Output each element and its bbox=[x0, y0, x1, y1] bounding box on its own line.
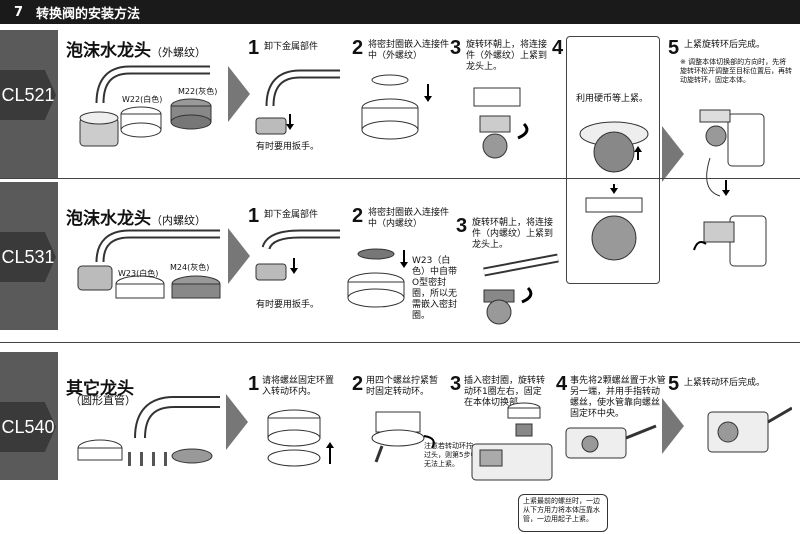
faucet-inner-illustration bbox=[77, 229, 221, 299]
arrow-right-icon bbox=[228, 66, 250, 122]
arrow-right-icon bbox=[226, 394, 248, 450]
label-w23: W23(白色) bbox=[118, 269, 159, 278]
step-text: 卸下金属部件 bbox=[264, 42, 319, 52]
step-text: 将密封圈嵌入连接件中（外螺纹） bbox=[368, 40, 450, 61]
step-number: 1 bbox=[248, 373, 260, 395]
remove-part-illustration bbox=[255, 229, 340, 281]
step-text: 旋转环朝上，将连接件（内螺纹）上紧到龙头上。 bbox=[472, 218, 554, 250]
step-number: 2 bbox=[352, 205, 364, 227]
step-note: W23（白色）中自带O型密封圈，所以无需嵌入密封圈。 bbox=[412, 256, 458, 321]
step-note: ※ 调整本体切换部的方向时，先将旋转环松开调整至目标位置后，再转动旋转环，固定本… bbox=[680, 58, 792, 84]
section-title-cl540: 其它龙头 bbox=[66, 379, 134, 399]
section-title-cl531: 泡沫水龙头（内螺纹） bbox=[66, 209, 206, 229]
step-number: 5 bbox=[668, 37, 680, 59]
step-number: 2 bbox=[352, 373, 364, 395]
step-text: 插入密封圈，旋转转动环1圈左右，固定在本体切换部。 bbox=[464, 376, 546, 408]
callout-box: 上紧最前的螺丝时，一边从下方用力将本体压靠水管，一边用起子上紧。 bbox=[518, 494, 608, 532]
step-note: 有时要用扳手。 bbox=[256, 300, 320, 310]
final-tighten-illustration bbox=[707, 406, 792, 453]
step-number: 5 bbox=[668, 373, 680, 395]
section-divider bbox=[0, 178, 800, 179]
seal-insert-illustration bbox=[347, 248, 408, 308]
step-number: 4 bbox=[552, 37, 564, 59]
finish-assembly-illustration bbox=[693, 109, 767, 267]
section-header: 7 转换阀的安装方法 bbox=[0, 0, 800, 24]
arrow-right-icon bbox=[228, 228, 250, 284]
step-text: 上紧旋转环后完成。 bbox=[684, 40, 766, 50]
step-text: 请将螺丝固定环置入转动环内。 bbox=[262, 376, 335, 397]
arrow-right-icon bbox=[662, 126, 684, 182]
seal-rotate-illustration bbox=[507, 402, 541, 437]
step-number: 2 bbox=[352, 37, 364, 59]
label-m24: M24(灰色) bbox=[170, 263, 210, 272]
section-title-cl521: 泡沫水龙头（外螺纹） bbox=[66, 41, 206, 61]
step-text: 旋转环朝上，将连接件（外螺纹）上紧到龙头上。 bbox=[466, 40, 548, 72]
step-text: 卸下金属部件 bbox=[264, 210, 319, 220]
step-number: 4 bbox=[556, 373, 568, 395]
seal-insert-illustration bbox=[361, 74, 432, 140]
ring-insert-illustration bbox=[267, 409, 334, 467]
label-w22: W22(白色) bbox=[122, 95, 163, 104]
step-number: 3 bbox=[450, 373, 462, 395]
callout-text: 上紧最前的螺丝时，一边从下方用力将本体压靠水管，一边用起子上紧。 bbox=[523, 497, 600, 523]
tighten-connector-illustration bbox=[473, 87, 529, 159]
connector-gray-illustration bbox=[170, 98, 212, 130]
model-tag-cl531: CL531 bbox=[0, 232, 56, 282]
section-divider bbox=[0, 342, 800, 343]
step-note: 注意若转动环拧过头，则第5步中无法上紧。 bbox=[424, 442, 478, 468]
step-number: 1 bbox=[248, 37, 260, 59]
section-number: 7 bbox=[14, 4, 24, 20]
step-text: 利用硬币等上紧。 bbox=[576, 94, 649, 104]
step-number: 3 bbox=[456, 215, 468, 237]
section-title: 转换阀的安装方法 bbox=[36, 6, 141, 22]
step-text: 用四个螺丝拧紧暂时固定转动环。 bbox=[366, 376, 439, 397]
model-tag-cl521: CL521 bbox=[0, 70, 56, 120]
connector-white-illustration bbox=[120, 106, 162, 138]
step-text: 事先将2颗螺丝置于水管另一端，并用手指转动螺丝，使水管靠向螺丝固定环中央。 bbox=[570, 376, 666, 419]
step-number: 3 bbox=[450, 37, 462, 59]
step4-panel bbox=[566, 36, 660, 284]
tighten-connector-illustration bbox=[483, 253, 559, 325]
step-number: 1 bbox=[248, 205, 260, 227]
faucet-outer-illustration bbox=[79, 65, 210, 147]
section-subtitle-cl540: （圆形直管） bbox=[70, 394, 136, 407]
body-assembly-illustration bbox=[471, 443, 553, 481]
step-text: 将密封圈嵌入连接件中（内螺纹） bbox=[368, 208, 450, 229]
pipe-faucet-illustration bbox=[77, 396, 220, 466]
label-m22: M22(灰色) bbox=[178, 87, 218, 96]
model-tag-cl540: CL540 bbox=[0, 402, 56, 452]
screw-fix-illustration bbox=[371, 411, 435, 463]
remove-part-illustration bbox=[255, 69, 340, 135]
step-text: 上紧转动环后完成。 bbox=[684, 378, 766, 388]
coin-tighten-illustration bbox=[579, 121, 649, 261]
arrow-right-icon bbox=[662, 398, 684, 454]
pipe-center-illustration bbox=[565, 424, 657, 459]
step-note: 有时要用扳手。 bbox=[256, 142, 320, 152]
